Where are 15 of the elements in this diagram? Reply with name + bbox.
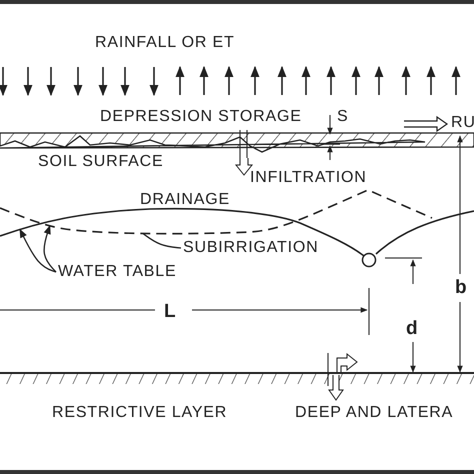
part-label: SOIL SURFACE: [38, 154, 164, 170]
leader-line: [44, 224, 56, 272]
callout-label: SUBIRRIGATION: [183, 240, 318, 256]
part-label: RAINFALL OR ET: [95, 35, 235, 51]
part-label: DEPRESSION STORAGE: [100, 109, 302, 125]
water-table-curve: [0, 208, 474, 257]
part-label: INFILTRATION: [250, 170, 367, 186]
leader-line: [142, 232, 182, 249]
part-label: S: [337, 109, 348, 125]
part-label: DEEP AND LATERA: [295, 405, 454, 421]
callout-label: WATER TABLE: [58, 264, 176, 280]
part-label: DRAINAGE: [140, 192, 230, 208]
water-table-curve: [0, 189, 432, 234]
part-label: RESTRICTIVE LAYER: [52, 405, 228, 421]
leader-line: [19, 228, 56, 273]
